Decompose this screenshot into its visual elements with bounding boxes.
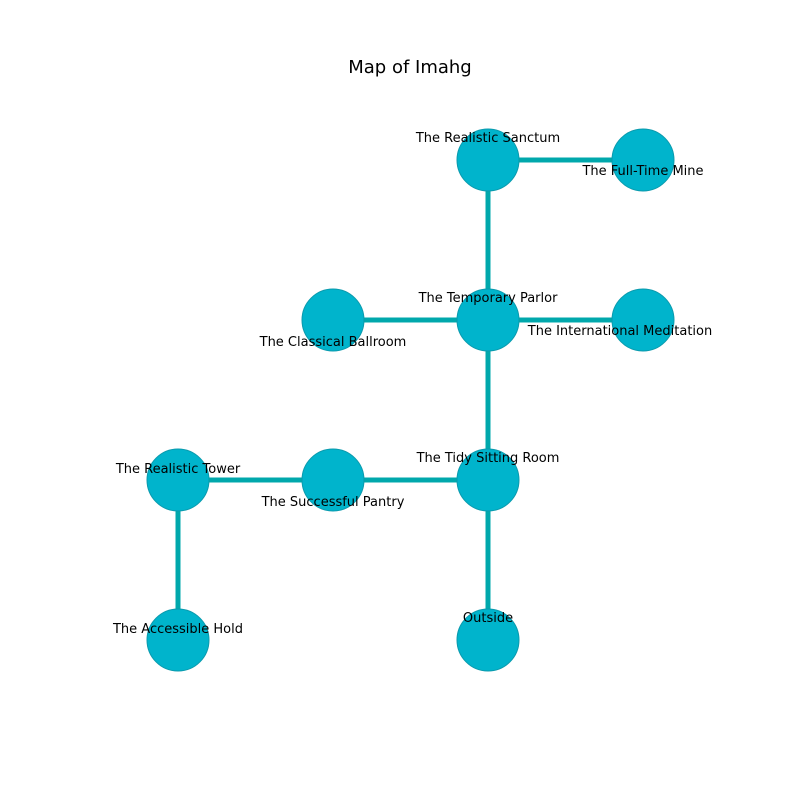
node-label-realistic-sanctum: The Realistic Sanctum bbox=[415, 131, 560, 146]
node-tidy-sitting-room bbox=[456, 448, 520, 512]
node-label-tidy-sitting-room: The Tidy Sitting Room bbox=[416, 451, 560, 466]
node-label-full-time-mine: The Full-Time Mine bbox=[581, 164, 703, 179]
edges-layer bbox=[175, 157, 643, 640]
node-label-temporary-parlor: The Temporary Parlor bbox=[418, 291, 559, 306]
node-accessible-hold bbox=[146, 608, 210, 672]
node-temporary-parlor bbox=[456, 288, 520, 352]
nodes-layer bbox=[146, 128, 675, 672]
node-realistic-sanctum bbox=[456, 128, 520, 192]
node-outside bbox=[456, 608, 520, 672]
node-label-successful-pantry: The Successful Pantry bbox=[261, 495, 405, 510]
node-label-realistic-tower: The Realistic Tower bbox=[115, 462, 241, 477]
node-realistic-tower bbox=[146, 448, 210, 512]
node-successful-pantry bbox=[301, 448, 365, 512]
node-label-international-meditation: The International Meditation bbox=[527, 324, 712, 339]
node-classical-ballroom bbox=[301, 288, 365, 352]
node-label-accessible-hold: The Accessible Hold bbox=[112, 622, 243, 637]
node-label-outside: Outside bbox=[463, 611, 513, 626]
map-title: Map of Imahg bbox=[348, 57, 472, 78]
node-full-time-mine bbox=[611, 128, 675, 192]
node-international-meditation bbox=[611, 288, 675, 352]
node-label-classical-ballroom: The Classical Ballroom bbox=[259, 335, 407, 350]
